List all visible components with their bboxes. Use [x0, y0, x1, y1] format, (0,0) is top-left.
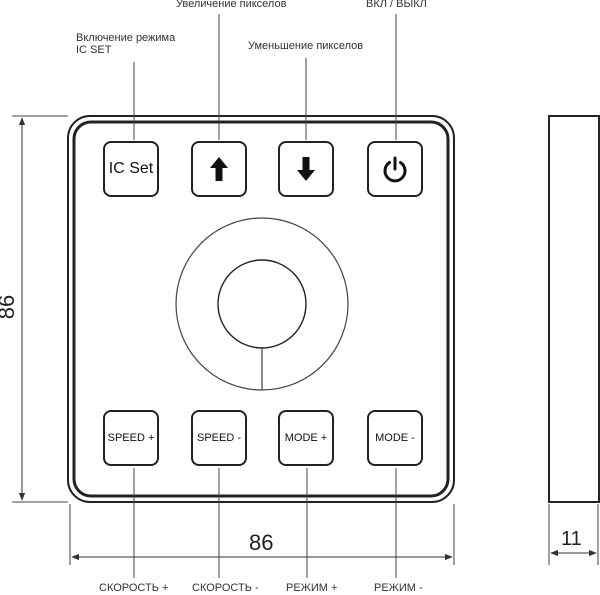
pixels-down-button[interactable] — [278, 141, 334, 197]
arrow-up-icon — [210, 157, 228, 181]
label-mode-minus: РЕЖИМ - — [374, 582, 423, 594]
label-pixels-up: Увеличение пикселов — [176, 0, 287, 10]
touch-center — [217, 259, 307, 349]
arrow-down-icon — [297, 157, 315, 181]
side-view — [548, 115, 600, 503]
mode-minus-button-label: MODE - — [375, 432, 415, 444]
speed-minus-button-label: SPEED - — [196, 432, 241, 444]
dim-height-value: 86 — [0, 294, 20, 320]
speed-minus-button[interactable]: SPEED - — [191, 410, 247, 466]
label-power: ВКЛ / ВЫКЛ — [366, 0, 427, 10]
mode-minus-button[interactable]: MODE - — [367, 410, 423, 466]
speed-plus-button-label: SPEED + — [107, 432, 155, 444]
power-icon — [383, 156, 407, 183]
label-speed-plus: СКОРОСТЬ + — [99, 582, 169, 594]
label-pixels-down: Уменьшение пикселов — [248, 40, 364, 52]
power-button[interactable] — [367, 141, 423, 197]
mode-plus-button[interactable]: MODE + — [278, 410, 334, 466]
pixels-up-button[interactable] — [191, 141, 247, 197]
ic-set-button-label: IC Set — [108, 160, 154, 177]
ic-set-button[interactable]: IC Set — [103, 141, 159, 197]
label-mode-plus: РЕЖИМ + — [286, 582, 338, 594]
remote-body-inner — [72, 120, 450, 498]
label-speed-minus: СКОРОСТЬ - — [192, 582, 259, 594]
dim-depth-value: 11 — [561, 528, 582, 550]
label-ic-set-line2: IC SET — [76, 44, 112, 56]
label-ic-set-line1: Включение режима — [76, 32, 176, 44]
remote-body-outer — [67, 115, 455, 503]
dim-width-value: 86 — [249, 530, 274, 555]
mode-plus-button-label: MODE + — [284, 432, 328, 444]
speed-plus-button[interactable]: SPEED + — [103, 410, 159, 466]
